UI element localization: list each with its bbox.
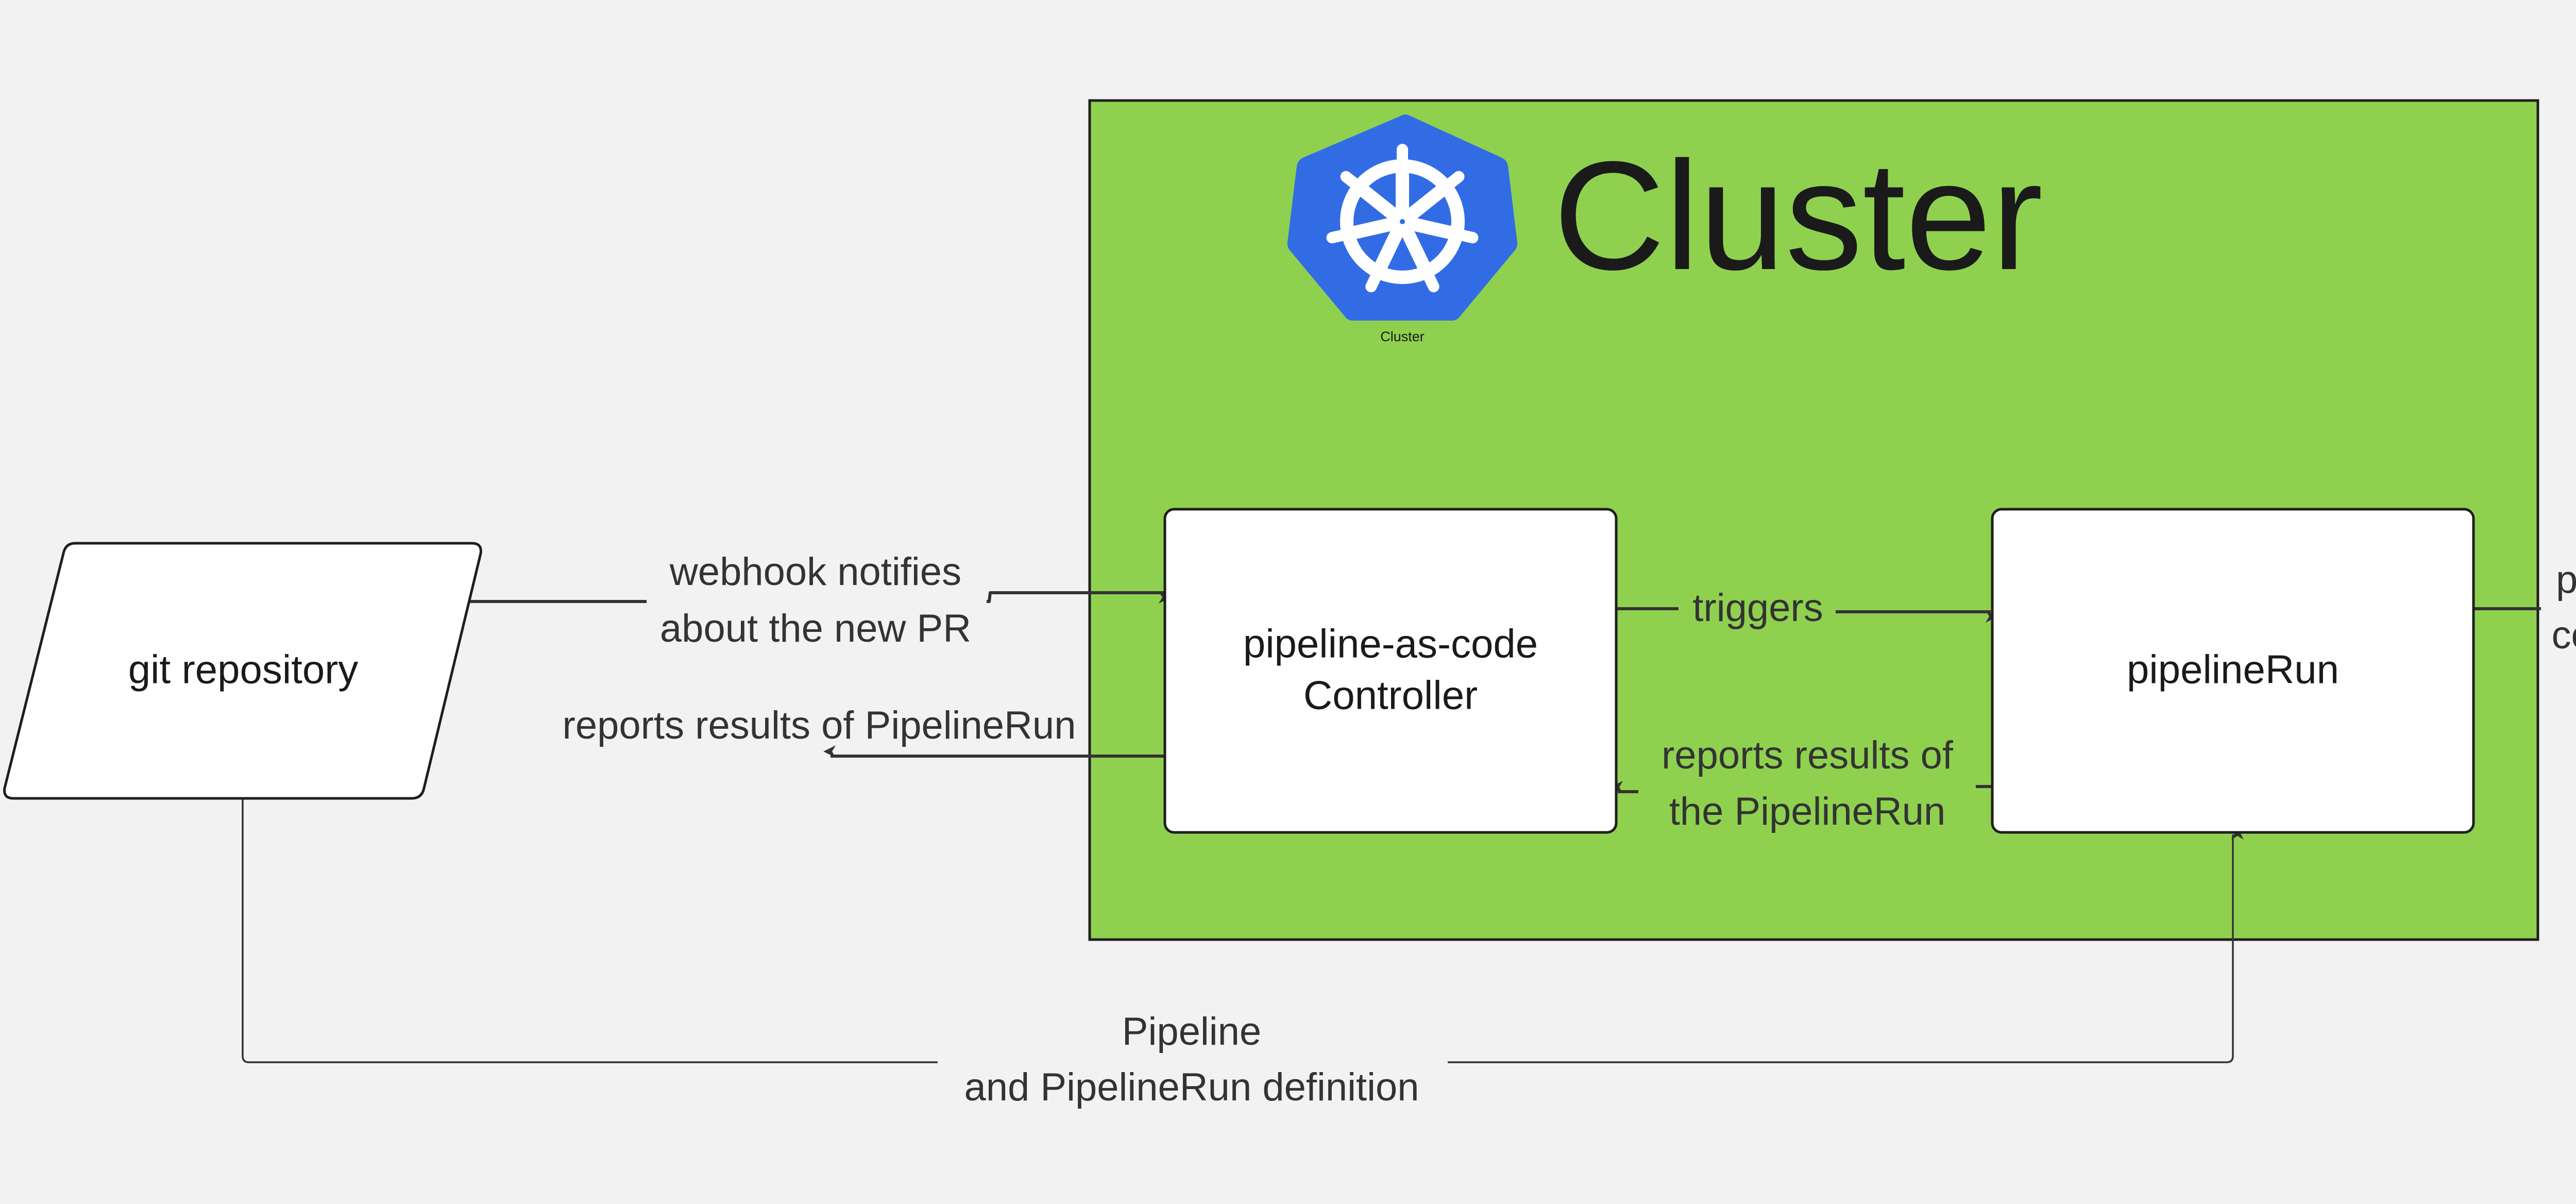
report-to-controller-label-line2: the PipelineRun	[1669, 790, 1946, 833]
webhook-label-line1: webhook notifies	[669, 550, 961, 594]
git-repository-label: git repository	[128, 647, 359, 692]
logo-caption: Cluster	[1380, 329, 1425, 344]
edge-labels: webhook notifies about the new PR report…	[563, 550, 2576, 1109]
edge-label-backgrounds	[538, 549, 2576, 1118]
pipeline-run-label: pipelineRun	[2127, 647, 2339, 692]
controller-label-line2: Controller	[1303, 673, 1478, 718]
node-git-repository[interactable]: git repository	[3, 542, 482, 800]
push-label-line1: pushes result	[2556, 558, 2576, 601]
webhook-connector[interactable]	[468, 591, 1171, 604]
definition-label-line1: Pipeline	[1122, 1010, 1261, 1054]
helm-wheel-icon	[1332, 144, 1473, 287]
report-to-git-label: reports results of PipelineRun	[563, 704, 1076, 747]
controller-label-line1: pipeline-as-code	[1243, 621, 1538, 666]
git-repository-shape[interactable]	[3, 542, 482, 800]
kubernetes-logo: Cluster	[1287, 114, 1518, 344]
definition-label-line2: and PipelineRun definition	[964, 1065, 1419, 1109]
push-label-line2: container disk	[2552, 613, 2576, 657]
node-pipeline-run[interactable]: pipelineRun	[1991, 508, 2475, 834]
node-controller[interactable]: pipeline-as-code Controller	[1163, 508, 1618, 834]
pipeline-run-box[interactable]	[1991, 508, 2475, 834]
controller-box[interactable]	[1163, 508, 1618, 834]
triggers-label: triggers	[1692, 586, 1823, 630]
cluster-title: Cluster	[1553, 129, 2043, 302]
report-to-controller-label-line1: reports results of	[1662, 733, 1954, 777]
webhook-label-line2: about the new PR	[660, 607, 971, 650]
